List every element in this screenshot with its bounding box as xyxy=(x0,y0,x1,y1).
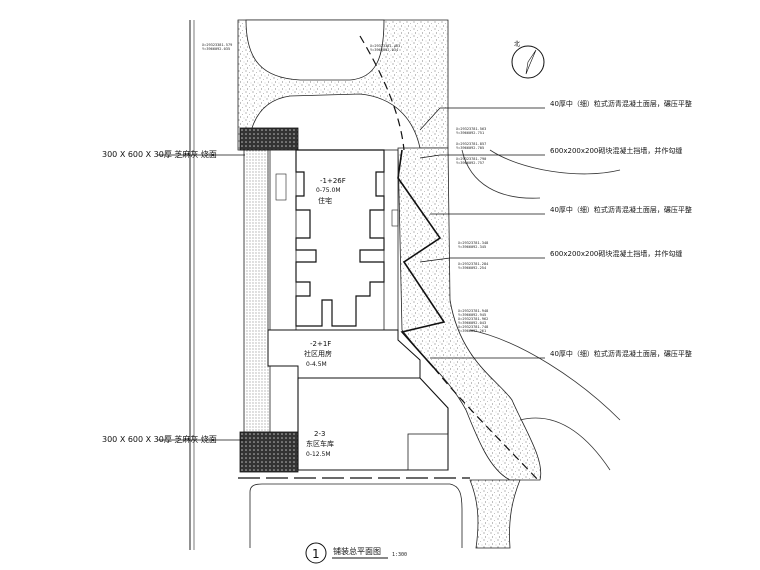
lower-elevation: 0-12.5M xyxy=(306,451,331,458)
stair-core xyxy=(275,173,287,201)
title-block: 1 铺装总平面图 1:300 xyxy=(305,542,407,564)
main-building-outline xyxy=(295,149,385,327)
callout-right-3: 40厚中（细）粒式沥青混凝土面层，碾压平整 xyxy=(550,205,692,214)
annex-name: 社区用房 xyxy=(304,349,332,358)
annex-building xyxy=(267,329,421,379)
lower-building-notch xyxy=(407,433,449,471)
callout-right-2: 600x200x200砌块混凝土挡墙，并作勾缝 xyxy=(550,146,682,155)
callout-left-top: 300 X 600 X 30厚 芝麻灰 烧面 xyxy=(102,149,217,159)
svg-text:北: 北 xyxy=(514,40,520,48)
drawing-scale: 1:300 xyxy=(392,552,407,558)
lower-floors: 2-3 xyxy=(314,430,325,438)
paving-dark-block-bottom xyxy=(239,431,299,473)
annex-elevation: 0-4.5M xyxy=(306,361,327,368)
left-paving-strip xyxy=(243,149,271,433)
callout-left-bottom: 300 X 600 X 30厚 芝麻灰 烧面 xyxy=(102,434,217,444)
main-building-name: 住宅 xyxy=(318,196,332,205)
main-building-elevation: 0-75.0M xyxy=(316,187,341,194)
dashed-boundary xyxy=(359,35,541,483)
callout-leader-right-2 xyxy=(419,154,545,159)
top-planting-mound xyxy=(245,19,385,81)
title-number-circle xyxy=(305,542,327,564)
callout-right-4: 600x200x200砌块混凝土挡墙，并作勾缝 xyxy=(550,249,682,258)
paving-dark-block-top xyxy=(239,127,299,151)
entry-marker xyxy=(391,209,399,227)
callout-right-1: 40厚中（细）粒式沥青混凝土面层，碾压平整 xyxy=(550,99,692,108)
curve-road-right xyxy=(461,149,621,199)
bottom-right-planting xyxy=(469,479,521,549)
road-outline xyxy=(249,483,463,548)
callout-leader-right-1 xyxy=(419,107,545,131)
building-frame-right xyxy=(383,149,399,331)
building-frame-left xyxy=(267,149,297,331)
annex-floors: -2+1F xyxy=(310,340,331,348)
main-building-floors: -1+26F xyxy=(320,177,346,185)
lower-name: 东区车库 xyxy=(306,439,334,448)
callout-leader-right-4 xyxy=(419,257,545,263)
title-number: 1 xyxy=(312,547,320,561)
north-arrow-icon: 北 xyxy=(511,40,545,79)
callout-right-5: 40厚中（细）粒式沥青混凝土面层，碾压平整 xyxy=(550,349,692,358)
curve-lower-right xyxy=(469,329,621,471)
right-landscape-area xyxy=(397,147,542,481)
drawing-title: 铺装总平面图 xyxy=(333,546,381,556)
